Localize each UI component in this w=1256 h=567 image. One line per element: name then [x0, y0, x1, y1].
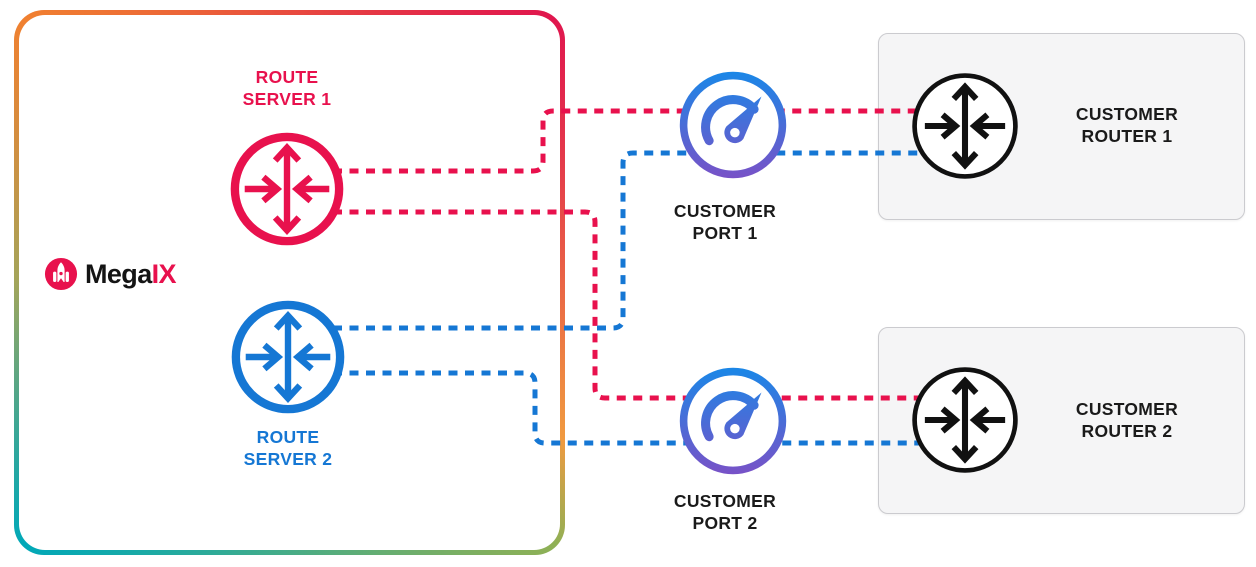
- customer-router-2-label-line1: CUSTOMER: [1075, 399, 1179, 419]
- customer-port-1-label-line2: PORT 1: [692, 223, 758, 243]
- customer-router-2-box: [878, 327, 1245, 514]
- rocket-icon: [44, 257, 78, 291]
- megaix-logo: MegaIX: [44, 257, 177, 291]
- megaix-exchange-box-inner: [19, 15, 560, 550]
- route-server-1-router-icon: [230, 132, 344, 246]
- route-server-1-label-line2: SERVER 1: [242, 89, 332, 109]
- customer-port-1-label-line1: CUSTOMER: [673, 201, 777, 221]
- megaix-exchange-box: [14, 10, 565, 555]
- link-rs1-port1-router1: [300, 108, 930, 174]
- route-server-2-label-line2: SERVER 2: [243, 449, 333, 469]
- customer-port-2-label-line2: PORT 2: [692, 513, 758, 533]
- customer-router-2-label-line2: ROUTER 2: [1081, 421, 1173, 441]
- route-server-2-label: ROUTE SERVER 2: [188, 426, 388, 470]
- customer-port-2-speedometer-icon: [679, 367, 787, 475]
- customer-router-1-label-line2: ROUTER 1: [1081, 126, 1173, 146]
- customer-router-1-label-line1: CUSTOMER: [1075, 104, 1179, 124]
- customer-router-1-label: CUSTOMER ROUTER 1: [1027, 103, 1227, 147]
- customer-router-1-router-icon: [912, 73, 1018, 179]
- customer-port-1-label: CUSTOMER PORT 1: [625, 200, 825, 244]
- route-server-1-label: ROUTE SERVER 1: [187, 66, 387, 110]
- logo-brand-accent: IX: [151, 258, 177, 289]
- customer-router-2-label: CUSTOMER ROUTER 2: [1027, 398, 1227, 442]
- route-server-2-router-icon: [231, 300, 345, 414]
- customer-port-1-speedometer-icon: [679, 71, 787, 179]
- customer-port-2-label: CUSTOMER PORT 2: [625, 490, 825, 534]
- route-server-2-label-line1: ROUTE: [256, 427, 320, 447]
- megaix-logo-text: MegaIX: [85, 258, 177, 290]
- customer-router-2-router-icon: [912, 367, 1018, 473]
- logo-brand-black: Mega: [85, 258, 152, 289]
- customer-port-2-label-line1: CUSTOMER: [673, 491, 777, 511]
- route-server-1-label-line1: ROUTE: [255, 67, 319, 87]
- link-rs1-port2-router2: [300, 209, 930, 401]
- link-rs2-port1-router1: [300, 150, 930, 331]
- link-rs2-port2-router2: [300, 370, 930, 446]
